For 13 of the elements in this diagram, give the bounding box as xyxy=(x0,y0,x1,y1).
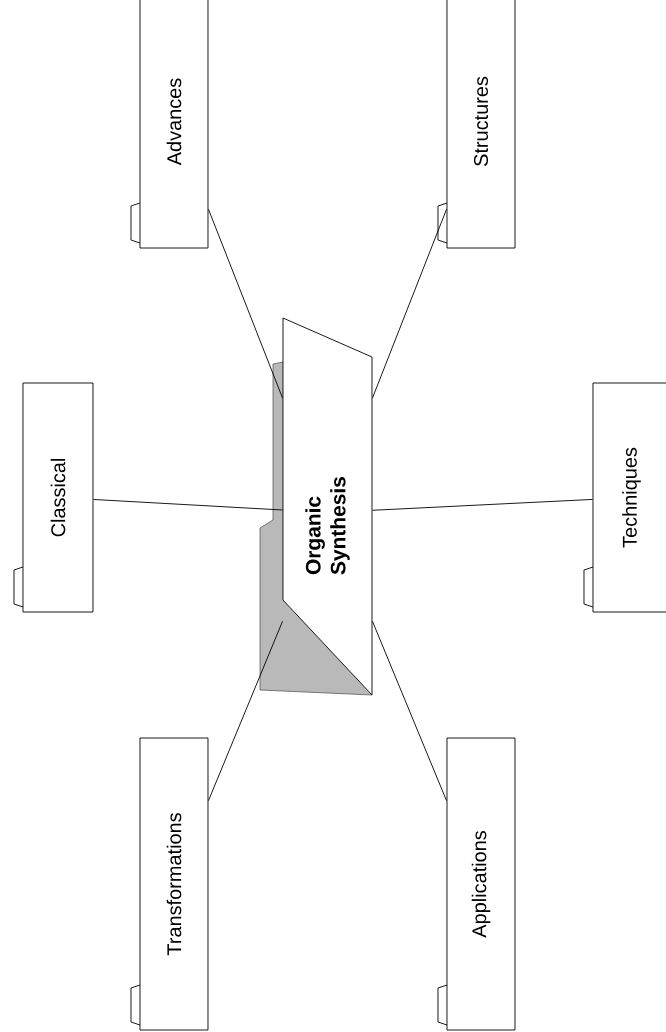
folder-box: Advances xyxy=(130,0,209,249)
connector-line xyxy=(372,498,593,511)
folder-box: Applications xyxy=(437,737,516,1031)
connector-line xyxy=(208,208,283,399)
folder-box: Transformations xyxy=(130,737,209,1031)
connector-line xyxy=(372,620,447,802)
connector-line xyxy=(208,620,283,802)
connector-line xyxy=(93,499,283,511)
folder-box: Classical xyxy=(13,382,94,613)
folder-box: Structures xyxy=(437,0,516,249)
folder-box: Techniques xyxy=(583,382,666,613)
connector-line xyxy=(372,208,447,399)
folder-box: Organic Synthesis xyxy=(259,317,373,696)
